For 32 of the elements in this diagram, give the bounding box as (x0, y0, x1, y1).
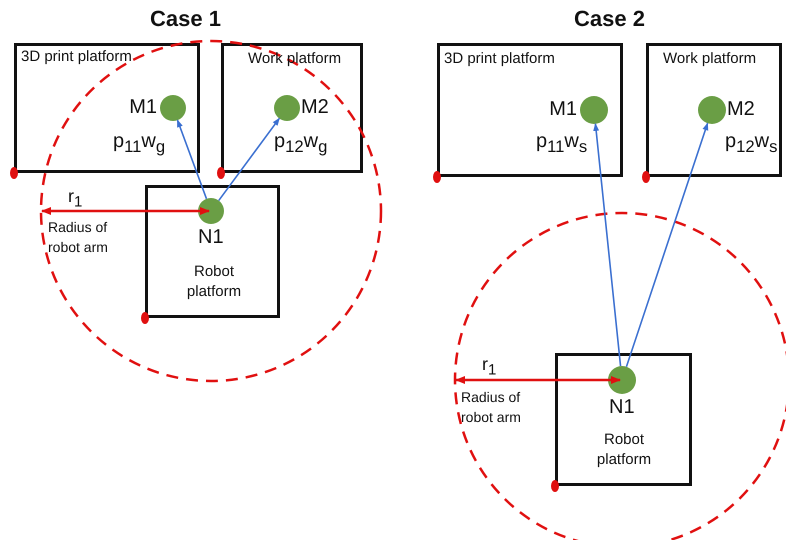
weight-label: p$_{12}$w$_{s}$ (725, 130, 778, 157)
radius-caption: Radius of robot arm (48, 218, 109, 257)
platform-box (145, 185, 280, 318)
platform-title: Robot platform (186, 262, 242, 302)
node-label: M1 (549, 98, 577, 121)
arrow (176, 119, 208, 200)
weight-label: p$_{11}$w$_{g}$ (113, 130, 166, 157)
arrow (593, 122, 622, 366)
case-title: Case 1 (150, 6, 221, 32)
node-label: M2 (727, 98, 755, 121)
platform-box (221, 43, 363, 173)
node-label: N1 (609, 396, 635, 419)
radius-caption: Radius of robot arm (461, 388, 522, 427)
node-label: M2 (301, 96, 329, 119)
case-title: Case 2 (574, 6, 645, 32)
platform-box (646, 43, 782, 177)
arrow (626, 122, 708, 367)
radius-symbol: r$_{1}$ (482, 354, 496, 379)
platform-title: Robot platform (596, 430, 652, 470)
platform-title: Work platform (663, 50, 756, 67)
platform-title: Work platform (248, 50, 342, 67)
platform-box (437, 43, 623, 177)
platform-box (14, 43, 200, 173)
radius-symbol: r$_{1}$ (68, 186, 82, 211)
node-label: N1 (198, 226, 224, 249)
platform-title: 3D print platform (21, 48, 132, 65)
arrow (218, 118, 280, 202)
node-label: M1 (129, 96, 157, 119)
platform-title: 3D print platform (444, 50, 555, 67)
platform-box (555, 353, 692, 486)
weight-label: p$_{12}$w$_{g}$ (274, 130, 328, 157)
weight-label: p$_{11}$w$_{s}$ (536, 130, 588, 157)
